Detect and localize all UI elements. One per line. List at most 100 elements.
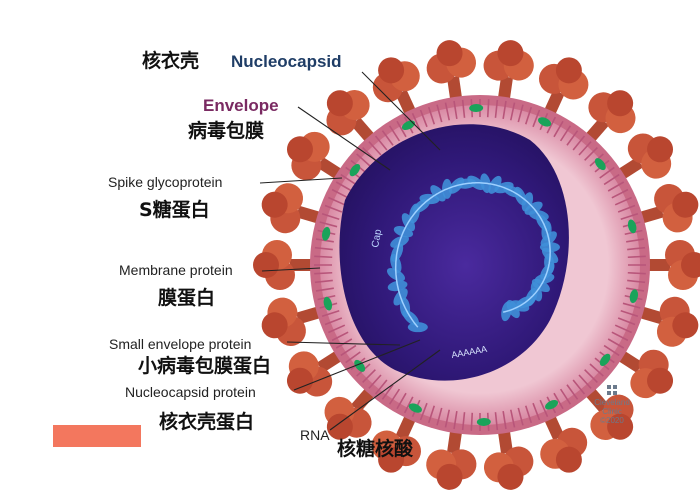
lipid-tick	[509, 409, 516, 428]
lipid-tick	[599, 166, 615, 179]
lipid-tick	[315, 287, 334, 292]
lipid-tick	[620, 212, 639, 221]
spike-head-lobe	[253, 252, 279, 278]
lipid-tick	[453, 411, 458, 430]
lipid-tick	[524, 106, 533, 125]
lipid-tick	[436, 104, 443, 123]
lipid-tick	[453, 100, 458, 119]
lipid-tick	[319, 221, 338, 228]
lipid-tick	[374, 379, 388, 395]
lipid-tick	[627, 279, 646, 284]
spike-head-lobe	[681, 252, 700, 278]
lipid-tick	[517, 407, 524, 426]
lipid-tick	[314, 255, 333, 259]
spike-protein	[261, 297, 331, 346]
lipid-tick	[578, 141, 592, 156]
logo-year: ©2020	[600, 416, 624, 425]
lipid-tick	[381, 384, 394, 400]
lipid-tick	[626, 238, 645, 243]
rna-backbone	[394, 182, 551, 328]
spike-head-lobe	[555, 446, 582, 473]
lipid-tick	[328, 324, 346, 334]
lipid-tick	[427, 106, 436, 125]
lipid-tick	[436, 407, 443, 426]
spike-head-lobe	[607, 413, 634, 440]
lipid-tick	[589, 363, 604, 377]
spike-protein	[578, 380, 634, 440]
lipid-tick	[368, 374, 382, 389]
nucleocapsid-protein-en-label: Nucleocapsid protein	[125, 384, 256, 400]
lipid-tick	[532, 402, 541, 421]
logo-line1: Cleveland	[594, 398, 630, 407]
lipid-tick	[314, 246, 333, 251]
envelope-cn-label: 病毒包膜	[188, 120, 265, 142]
membrane-protein-green	[401, 120, 415, 131]
lipid-tick	[427, 405, 436, 424]
spike-protein	[483, 420, 534, 490]
nucleocapsid-cn-label: 核衣壳	[142, 50, 200, 72]
lipid-tick	[444, 102, 451, 121]
lipid-tick	[584, 147, 598, 161]
membrane-protein-green	[354, 359, 366, 372]
clinic-mark-icon	[607, 385, 617, 395]
membrane-protein-green	[538, 117, 552, 127]
lipid-tick	[470, 412, 474, 431]
lipid-tick	[620, 309, 639, 318]
spike-head-lobe	[286, 136, 313, 163]
spike-head-lobe	[286, 367, 313, 394]
spike-protein	[540, 406, 588, 473]
membrane-protein-green	[321, 226, 331, 241]
lipid-tick	[396, 392, 407, 410]
lipid-tick	[340, 173, 357, 186]
spike-head-lobe	[326, 90, 353, 117]
lipid-tick	[502, 100, 507, 119]
membrane-protein-green	[629, 289, 639, 304]
spike-head-lobe	[672, 312, 699, 339]
spike-protein	[286, 131, 351, 185]
lipid-tick	[627, 271, 646, 275]
lipid-tick	[627, 246, 646, 251]
lipid-tick	[546, 116, 557, 134]
spike-head-lobe	[436, 40, 463, 67]
membrane-protein-green	[594, 158, 606, 171]
lipid-tick	[381, 130, 394, 146]
spike-head-lobe	[378, 57, 405, 84]
nucleocapsid-en-label: Nucleocapsid	[231, 52, 342, 71]
spike-protein	[253, 240, 322, 290]
spike-en-label: Spike glycoprotein	[108, 174, 223, 190]
lipid-tick	[566, 130, 579, 146]
lipid-tick	[617, 204, 636, 213]
lipid-tick	[486, 99, 490, 118]
spike-head-lobe	[607, 90, 634, 117]
redaction-block	[53, 425, 141, 447]
lipid-tick	[494, 412, 499, 431]
lipid-tick	[324, 317, 343, 326]
spike-head-lobe	[647, 136, 674, 163]
lipid-tick	[411, 113, 421, 131]
lipid-tick	[611, 188, 629, 199]
lipid-tick	[627, 255, 646, 259]
spike-layer	[253, 40, 700, 490]
lipid-tick	[340, 344, 357, 357]
spike-protein	[261, 183, 331, 234]
spike-head-lobe	[555, 57, 582, 84]
membrane-protein-green	[349, 164, 361, 177]
lipid-tick	[461, 412, 466, 431]
membrane-protein-green	[476, 417, 491, 426]
lipid-tick	[517, 104, 524, 123]
lipid-tick	[572, 135, 586, 151]
cap-label: Cap	[370, 228, 384, 248]
lipid-tick	[509, 102, 516, 121]
membrane-cn-label: 膜蛋白	[158, 287, 216, 309]
rna-en-label: RNA	[300, 427, 330, 443]
lipid-tick	[578, 374, 592, 389]
lipid-tick	[611, 331, 629, 342]
lipid-tick	[584, 369, 598, 383]
lipid-tick	[388, 125, 401, 142]
spike-head-lobe	[497, 463, 524, 490]
lipid-tick	[345, 351, 361, 364]
lipid-tick	[324, 204, 343, 213]
lipid-tick	[614, 196, 632, 206]
lipid-tick	[607, 338, 625, 349]
membrane-proteins	[321, 104, 639, 426]
